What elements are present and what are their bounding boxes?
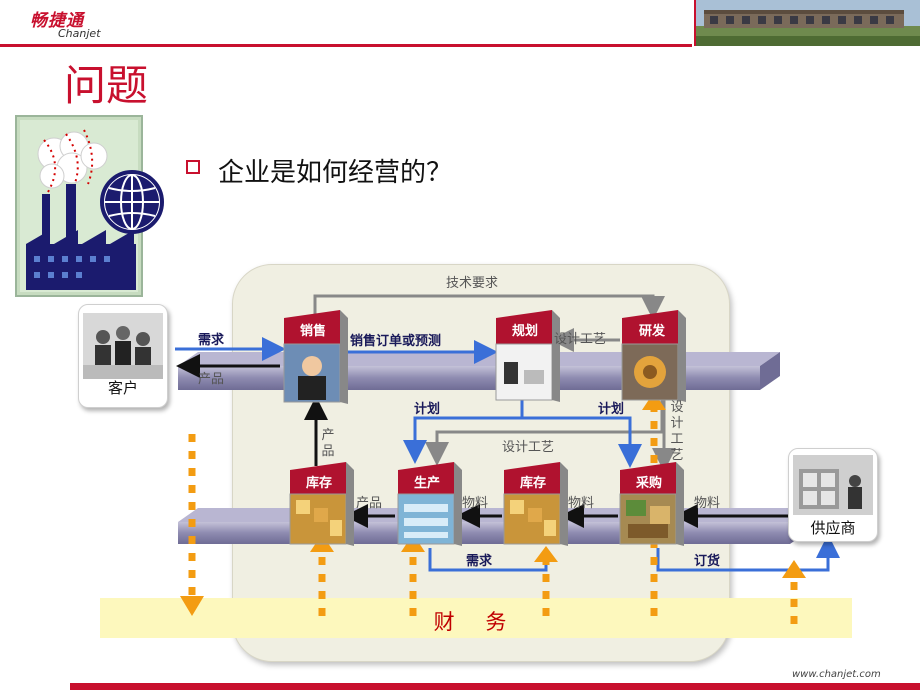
- material-label-1: 物料: [462, 496, 489, 511]
- lower-pipe: [178, 508, 810, 544]
- footer-divider: [0, 683, 920, 690]
- demand-top-label: 需求: [198, 333, 225, 348]
- customer-node: 客户: [78, 304, 168, 408]
- node-inventory-right-graphic: [503, 462, 568, 546]
- product-bottom-label: 产品: [356, 496, 383, 511]
- supplier-node: 供应商: [788, 448, 878, 542]
- design-process-vertical-label: 设计工艺: [670, 400, 684, 463]
- design-process-mid-label: 设计工艺: [502, 440, 555, 455]
- supplier-label: 供应商: [810, 519, 856, 537]
- node-purchasing-label: 采购: [636, 476, 663, 491]
- header-building-photo: [694, 0, 920, 46]
- node-purchasing-graphic: [619, 462, 684, 546]
- design-process-top-label: 设计工艺: [554, 332, 607, 347]
- node-planning-graphic: [495, 310, 560, 402]
- node-planning-label: 规划: [512, 324, 539, 339]
- supplier-photo: [793, 455, 873, 515]
- node-production-graphic: [397, 462, 462, 546]
- node-inventory-left-graphic: [289, 462, 354, 546]
- node-rnd-label: 研发: [639, 324, 666, 339]
- question-text: 企业是如何经营的？: [218, 158, 453, 188]
- customer-photo: [83, 313, 163, 379]
- order-goods-label: 订货: [694, 554, 721, 569]
- tech-requirements-label: 技术要求: [446, 276, 499, 291]
- plan-right-label: 计划: [598, 402, 625, 417]
- node-sales-graphic: [283, 310, 348, 404]
- factory-globe-illustration: [14, 114, 164, 299]
- customer-label: 客户: [107, 379, 138, 397]
- plan-left-label: 计划: [414, 402, 441, 417]
- footer-url: www.chanjet.com: [792, 669, 881, 680]
- node-rnd-graphic: [621, 310, 686, 402]
- sales-order-label: 销售订单或预测: [350, 334, 442, 349]
- brand-logo-english: Chanjet: [58, 27, 101, 40]
- node-production-label: 生产: [414, 476, 441, 491]
- upper-pipe: [178, 352, 780, 390]
- node-sales-label: 销售: [300, 324, 327, 339]
- finance-label: 财 务: [433, 610, 519, 634]
- bullet-square-icon: [186, 160, 200, 174]
- page-title: 问题: [64, 61, 149, 110]
- product-vertical-label: 产品: [321, 428, 335, 459]
- node-inventory-right-label: 库存: [520, 476, 547, 491]
- product-top-label: 产品: [198, 372, 225, 387]
- brand-logo-chinese: 畅捷通: [30, 11, 84, 31]
- header-divider: [0, 44, 692, 47]
- material-label-3: 物料: [694, 496, 721, 511]
- material-label-2: 物料: [568, 496, 595, 511]
- finance-band: [100, 598, 852, 638]
- node-inventory-left-label: 库存: [306, 476, 333, 491]
- demand-bottom-label: 需求: [466, 554, 493, 569]
- footer-divider-gap: [0, 683, 70, 690]
